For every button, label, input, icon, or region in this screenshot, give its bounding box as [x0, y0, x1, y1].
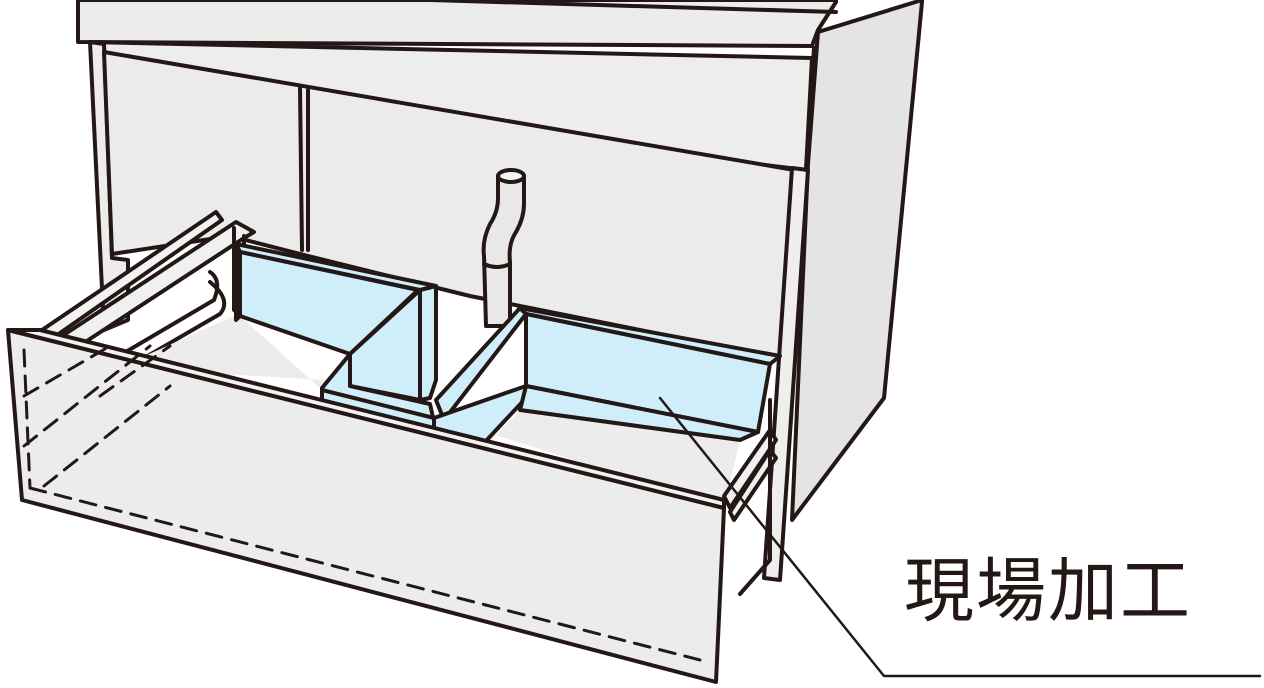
drawer-floor — [118, 314, 740, 508]
callout-label: 現場加工 — [904, 550, 1192, 632]
right-drawer-rail — [722, 398, 778, 596]
door-partition — [298, 86, 310, 252]
hidden-edge-lines — [22, 344, 702, 662]
drawer — [6, 210, 782, 684]
countertop-groove — [428, 0, 838, 14]
countertop-edge — [76, 0, 838, 48]
callout-leader-line — [658, 396, 1262, 678]
cabinet-body — [76, 0, 924, 582]
